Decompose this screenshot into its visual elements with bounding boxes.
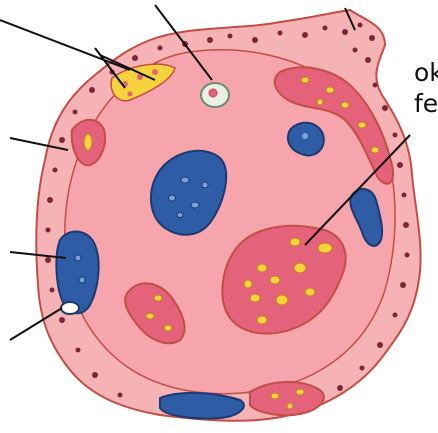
blue-nucleus-bottom bbox=[160, 393, 244, 419]
blue-nucleus-small-spot bbox=[302, 133, 308, 139]
blue-nucleus-small bbox=[288, 123, 324, 156]
pink-nucleus-bottom bbox=[250, 382, 324, 415]
left-edge-granule bbox=[84, 134, 92, 150]
ring-cell-core bbox=[209, 89, 217, 97]
blue-nucleus-left-edge bbox=[56, 232, 98, 314]
small-ring bbox=[61, 302, 79, 314]
label-line-1: ok bbox=[414, 58, 438, 88]
label-line-2: fe bbox=[414, 89, 438, 119]
